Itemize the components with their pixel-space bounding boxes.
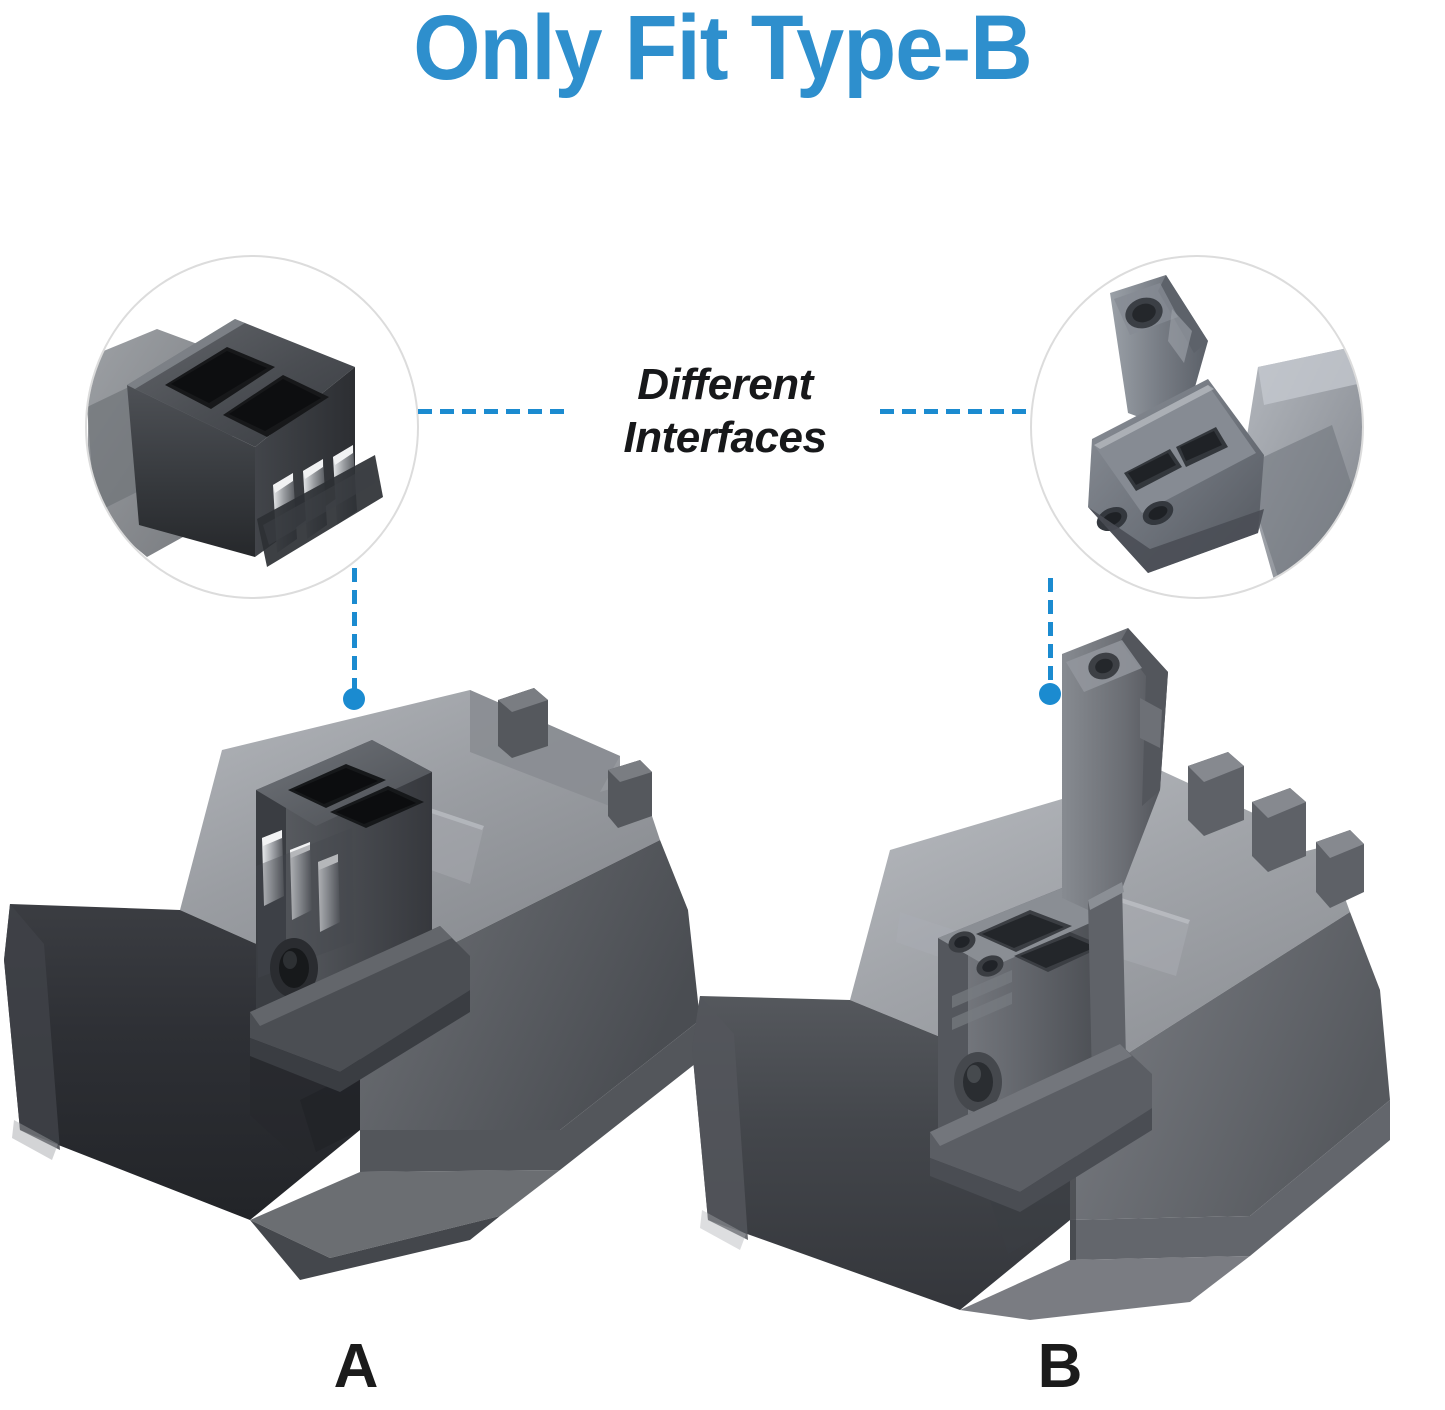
leader-dot-left	[343, 688, 365, 710]
leader-line-vertical-right	[1048, 578, 1053, 690]
product-image-battery-b	[690, 620, 1430, 1320]
type-b-connector-detail-illustration	[1088, 275, 1362, 587]
battery-b-illustration	[692, 628, 1390, 1320]
different-interfaces-label: Different Interfaces	[575, 358, 875, 464]
leader-line-vertical-left	[352, 568, 357, 696]
product-label-b: B	[1037, 1332, 1083, 1401]
product-label-a: A	[333, 1332, 379, 1401]
leader-line-horizontal-right	[880, 409, 1032, 414]
different-interfaces-line-1: Different	[637, 360, 813, 409]
leader-dot-right	[1039, 683, 1061, 705]
type-a-connector-detail-illustration	[87, 319, 383, 567]
callout-circle-type-b	[1030, 255, 1364, 599]
page-title: Only Fit Type-B	[413, 0, 1032, 99]
leader-line-horizontal-left	[418, 409, 570, 414]
product-image-battery-a	[0, 660, 760, 1320]
different-interfaces-line-2: Interfaces	[623, 413, 827, 462]
battery-a-illustration	[4, 688, 700, 1280]
callout-circle-type-a	[85, 255, 419, 599]
